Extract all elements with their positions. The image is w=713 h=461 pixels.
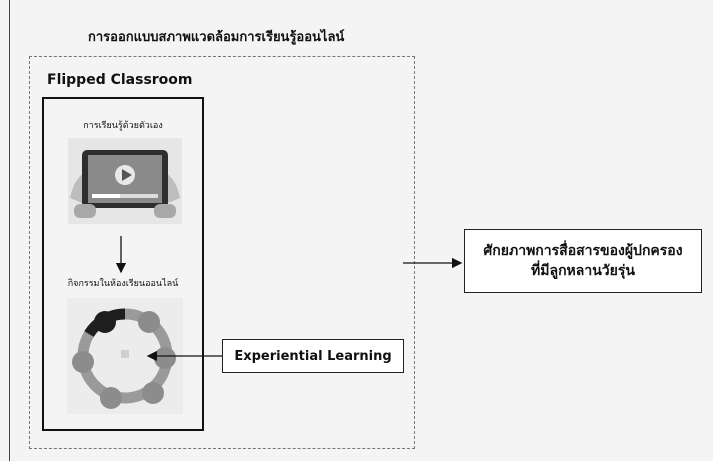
diagram-title: การออกแบบสภาพแวดล้อมการเรียนรู้ออนไลน์ xyxy=(88,30,345,45)
online-classroom-activity-label: กิจกรรมในห้องเรียนออนไลน์ xyxy=(67,279,179,289)
outcome-line-2: ที่มีลูกหลานวัยรุ่น xyxy=(531,263,635,279)
experiential-learning-box: Experiential Learning xyxy=(222,339,404,373)
self-learning-label: การเรียนรู้ด้วยตัวเอง xyxy=(83,121,163,131)
collaboration-cycle-icon xyxy=(67,298,183,414)
parent-communication-outcome-box: ศักยภาพการสื่อสารของผู้ปกครอง ที่มีลูกหล… xyxy=(464,229,702,293)
flipped-classroom-title: Flipped Classroom xyxy=(47,72,193,88)
left-margin-rule xyxy=(9,0,10,461)
video-tablet-icon xyxy=(68,138,182,224)
online-learning-environment-box xyxy=(29,56,415,449)
flipped-classroom-box xyxy=(42,97,204,431)
outcome-line-1: ศักยภาพการสื่อสารของผู้ปกครอง xyxy=(483,243,683,259)
